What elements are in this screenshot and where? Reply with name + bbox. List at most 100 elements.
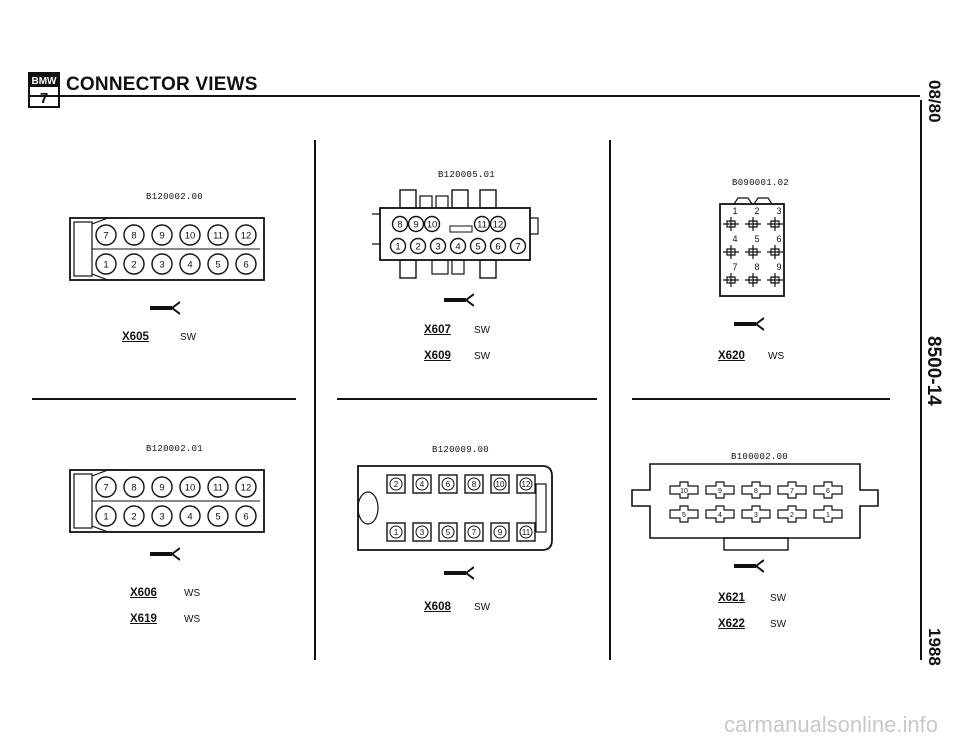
pin-number: 9 [159,483,164,494]
pin-number: 9 [718,488,722,495]
pin-number: 10 [496,480,505,489]
pin-number: 4 [732,234,737,244]
pin-number: 3 [159,512,164,523]
pin-number: 8 [472,480,477,489]
side-section: 8500-14 [923,336,944,406]
pin-number: 8 [131,483,136,494]
pin: 8 [741,481,771,499]
pin-number: 6 [826,488,830,495]
pin-number: 12 [493,220,504,231]
pin: 12 [235,476,257,498]
pin-number: 6 [243,512,248,523]
pin-number: 4 [187,512,192,523]
pin-number: 8 [397,220,402,231]
pin: 12 [489,215,507,233]
pin-number: 5 [682,512,686,519]
pin: 5 [207,253,229,275]
side-date: 08/80 [925,80,944,123]
pin: 9 [151,224,173,246]
column-divider-2 [609,140,611,660]
panel-code: B120005.01 [438,170,496,180]
pin: 4 [179,505,201,527]
pin: 1 [813,505,843,523]
connector-label: X621 [718,592,745,604]
pin: 9 [490,522,510,542]
pin: 4 [449,237,467,255]
terminal-tool-icon [734,316,765,337]
terminal-tool-icon [444,565,475,586]
connector-label: X606 [130,587,157,599]
connector-label: X608 [424,601,451,613]
pin-number: 1 [394,528,399,537]
pin-number: 5 [754,234,759,244]
pin: 6 [235,253,257,275]
wire-color: SW [180,332,197,343]
pin-number: 7 [103,231,108,242]
pin-number: 5 [215,260,220,271]
pin: 11 [207,476,229,498]
pin: 8 [123,476,145,498]
connector-label: X609 [424,350,451,362]
wire-color: SW [474,351,491,362]
pin-number: 6 [446,480,451,489]
pin-number: 5 [475,242,480,253]
pin: 3 [151,505,173,527]
pin: 8 [391,215,409,233]
pin: 1 [389,237,407,255]
pin: 9 [151,476,173,498]
pin: 5 [669,505,699,523]
pin-number: 1 [103,512,108,523]
pin-number: 3 [159,260,164,271]
pin-number: 3 [435,242,440,253]
watermark: carmanualsonline.info [723,712,938,737]
wire-color: SW [474,325,491,336]
pin: 1 [95,253,117,275]
pin-number: 7 [515,242,520,253]
pin-number: 12 [241,231,252,242]
pin-number: 6 [776,234,781,244]
pin: 6 [489,237,507,255]
pin: 10 [179,224,201,246]
row-divider-1 [32,398,296,400]
pin: 9 [407,215,425,233]
pin: 11 [473,215,491,233]
pin: 4 [705,505,735,523]
pin: 5 [438,522,458,542]
pin: 5 [745,234,761,259]
pin-number: 5 [215,512,220,523]
pin: 1 [386,522,406,542]
pin-number: 9 [413,220,418,231]
pin-number: 6 [495,242,500,253]
pin-number: 1 [826,512,830,519]
pin-number: 10 [427,220,438,231]
pin: 10 [179,476,201,498]
pin: 5 [207,505,229,527]
pin-number: 12 [241,483,252,494]
pin-number: 2 [754,206,759,216]
pin: 4 [179,253,201,275]
panel-code: B120002.00 [146,192,204,202]
pin: 2 [409,237,427,255]
pin-number: 4 [420,480,425,489]
pin-number: 2 [415,242,420,253]
pin: 10 [490,474,510,494]
pin-number: 1 [395,242,400,253]
terminal-tool-icon [150,300,181,321]
pin: 7 [723,262,739,287]
svg-text:BMW: BMW [32,76,58,87]
pin: 7 [509,237,527,255]
pin-number: 2 [131,512,136,523]
panel-code: B100002.00 [731,452,789,462]
pin-number: 9 [776,262,781,272]
pin: 11 [516,522,536,542]
side-rule [920,100,922,660]
connector-label: X607 [424,324,451,336]
pin-number: 8 [131,231,136,242]
pin-number: 7 [472,528,477,537]
panel-code: B120009.00 [432,445,490,455]
pin-number: 10 [185,483,196,494]
svg-text:7: 7 [40,90,48,107]
